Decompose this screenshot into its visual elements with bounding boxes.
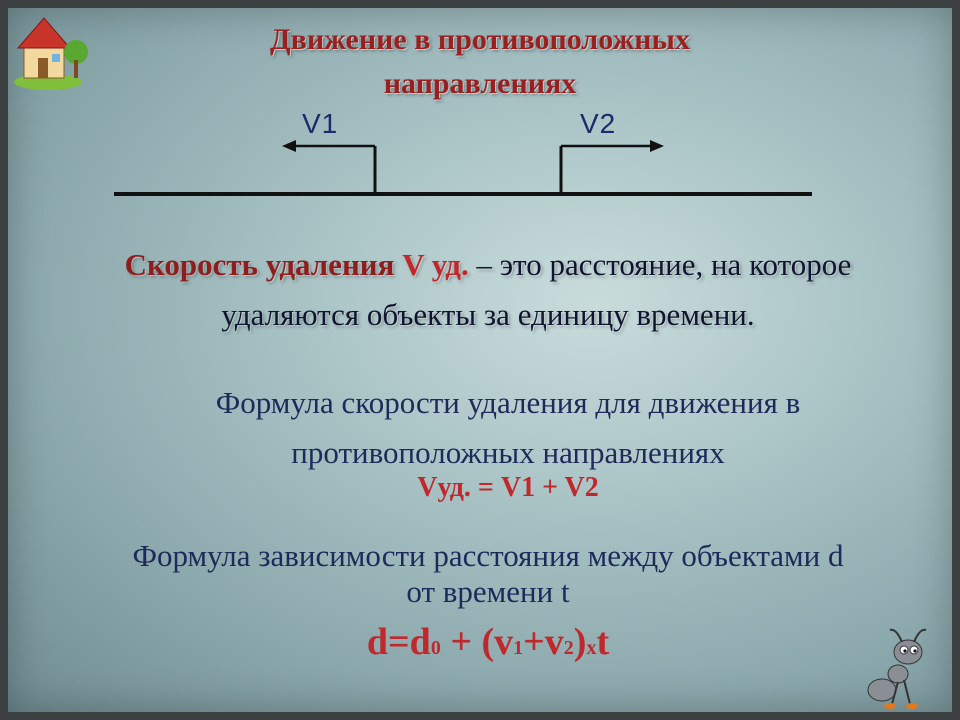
- v1-label: V1: [302, 108, 339, 139]
- formula-plus-v: + (v: [440, 621, 514, 663]
- definition-line-1-rest: – это расстояние, на которое: [468, 247, 852, 282]
- slide: Движение в противоположных направлениях …: [8, 8, 952, 712]
- definition-symbol: V уд.: [402, 247, 469, 282]
- distance-formula-line-2: от времени t: [406, 574, 570, 609]
- formula-d: d=d: [366, 621, 431, 663]
- title-line-1: Движение в противоположных: [270, 23, 690, 56]
- definition-text: Скорость удаления V уд. – это расстояние…: [28, 240, 948, 340]
- v2-label: V2: [580, 108, 617, 139]
- distance-formula-block: Формула зависимости расстояния между объ…: [28, 538, 948, 672]
- speed-formula-line-1: Формула скорости удаления для движения в: [215, 385, 801, 420]
- distance-formula: d=d0 + (v1+v2)xt: [28, 618, 948, 672]
- ant-icon: [867, 628, 927, 709]
- motion-diagram: [114, 140, 812, 196]
- house-icon: [14, 17, 88, 90]
- slide-title: Движение в противоположных направлениях: [8, 18, 952, 106]
- definition-term: Скорость удаления: [124, 247, 395, 282]
- v1-arrow-head: [282, 140, 296, 152]
- speed-formula: Vуд. = V1 + V2: [417, 472, 599, 503]
- title-line-2: направлениях: [383, 67, 577, 100]
- speed-formula-line-2: противоположных направлениях: [291, 435, 725, 470]
- speed-formula-block: Формула скорости удаления для движения в…: [108, 378, 908, 504]
- formula-sub-1: 1: [513, 637, 524, 659]
- formula-close-paren: ): [573, 621, 587, 663]
- v2-arrow-head: [650, 140, 664, 152]
- distance-formula-line-1: Формула зависимости расстояния между объ…: [132, 538, 844, 573]
- formula-plus-v2: +v: [523, 621, 564, 663]
- formula-sub-0: 0: [430, 637, 441, 659]
- formula-sub-x: x: [586, 637, 597, 659]
- definition-line-2: удаляются объекты за единицу времени.: [221, 297, 755, 332]
- formula-t: t: [596, 621, 610, 663]
- formula-sub-2: 2: [563, 637, 574, 659]
